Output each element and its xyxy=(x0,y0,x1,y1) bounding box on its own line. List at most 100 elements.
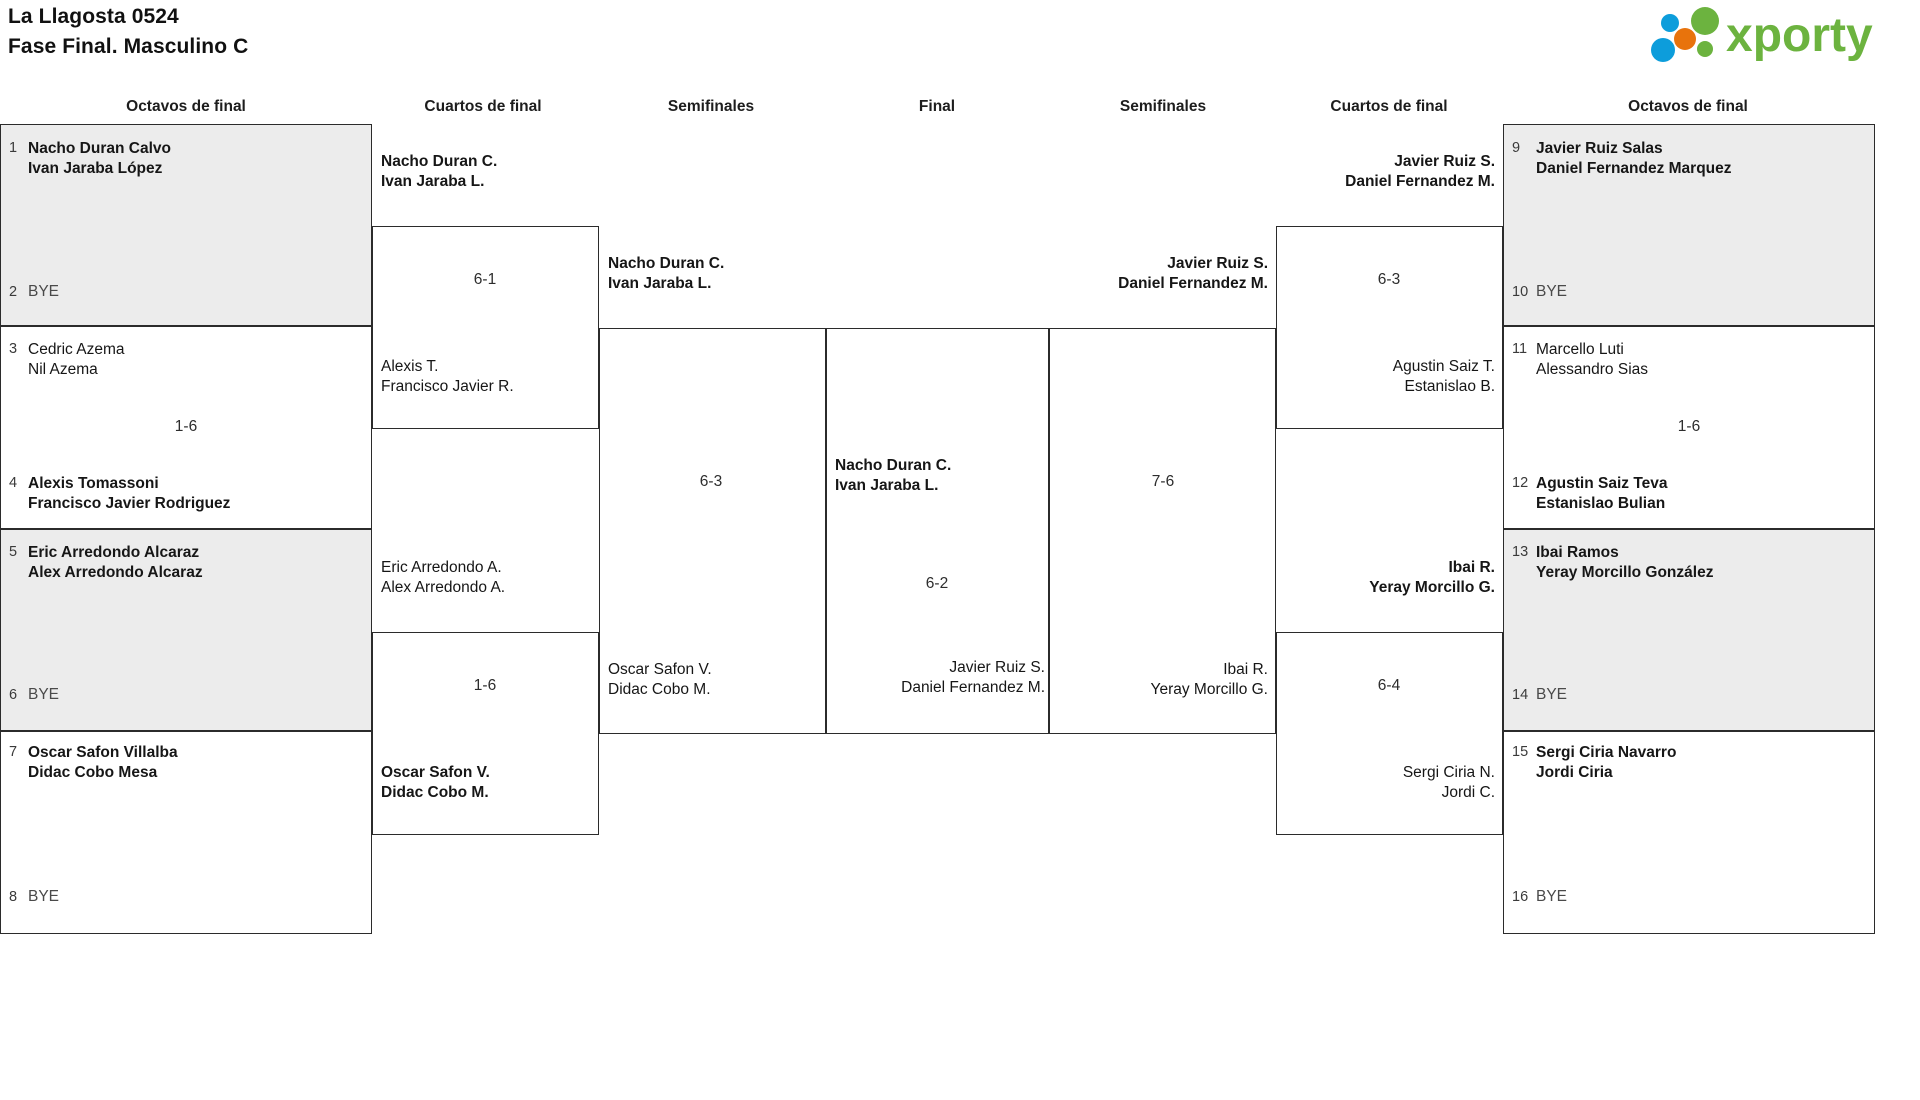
player-name-1: Javier Ruiz S. xyxy=(1394,153,1495,170)
player-name-1: Ibai R. xyxy=(1223,661,1268,678)
team-names: Nacho Duran Calvo Ivan Jaraba López xyxy=(28,139,171,178)
xporty-logo-svg: xporty xyxy=(1651,7,1873,62)
player-name-2: Alex Arredondo A. xyxy=(381,578,506,596)
player-name-1: Alexis T. xyxy=(381,358,439,375)
seed-entry-15[interactable]: 15 Sergi Ciria Navarro Jordi Ciria xyxy=(1512,743,1676,782)
player-name-2: Alex Arredondo Alcaraz xyxy=(28,563,203,581)
bye-label: BYE xyxy=(1536,686,1568,703)
seed-entry-16[interactable]: 16 BYE xyxy=(1512,888,1567,907)
seed-entry-10[interactable]: 10 BYE xyxy=(1512,283,1567,302)
seed-entry-9[interactable]: 9 Javier Ruiz Salas Daniel Fernandez Mar… xyxy=(1512,139,1732,178)
round-header-right-qf: Cuartos de final xyxy=(1330,98,1448,115)
team-right-qf-1-top[interactable]: Javier Ruiz S. Daniel Fernandez M. xyxy=(1263,152,1495,191)
player-name-2: Didac Cobo M. xyxy=(608,680,711,698)
score-left-qf-1: 6-1 xyxy=(473,271,497,288)
player-name-2: Estanislao Bulian xyxy=(1536,494,1666,512)
team-left-qf-2-top[interactable]: Eric Arredondo A. Alex Arredondo A. xyxy=(381,558,505,597)
player-name-2: Daniel Fernandez Marquez xyxy=(1536,159,1732,177)
match-box-left-qf-1[interactable] xyxy=(372,226,599,429)
team-names: Sergi Ciria Navarro Jordi Ciria xyxy=(1536,743,1676,782)
team-right-sf-top[interactable]: Javier Ruiz S. Daniel Fernandez M. xyxy=(1036,254,1268,293)
team-names: Agustin Saiz Teva Estanislao Bulian xyxy=(1536,474,1668,513)
team-names: Marcello Luti Alessandro Sias xyxy=(1536,340,1648,379)
player-name-2: Didac Cobo M. xyxy=(381,783,489,801)
seed-entry-11[interactable]: 11 Marcello Luti Alessandro Sias xyxy=(1512,340,1648,379)
match-box-right-r16-4[interactable] xyxy=(1503,731,1875,934)
player-name-2: Daniel Fernandez M. xyxy=(901,678,1045,696)
score-right-sf: 7-6 xyxy=(1151,473,1175,490)
seed-number: 14 xyxy=(1512,687,1529,703)
logo-dot-green-small xyxy=(1697,41,1713,57)
seed-entry-1[interactable]: 1 Nacho Duran Calvo Ivan Jaraba López xyxy=(9,139,171,178)
player-name-1: Javier Ruiz S. xyxy=(949,659,1045,676)
team-final-bottom[interactable]: Javier Ruiz S. Daniel Fernandez M. xyxy=(805,658,1045,697)
match-box-right-sf[interactable] xyxy=(1049,328,1276,734)
score-right-qf-1: 6-3 xyxy=(1377,271,1401,288)
match-box-final[interactable] xyxy=(826,328,1049,734)
team-left-sf-bottom[interactable]: Oscar Safon V. Didac Cobo M. xyxy=(608,660,712,699)
round-header-final: Final xyxy=(918,98,956,115)
seed-entry-6[interactable]: 6 BYE xyxy=(9,686,59,705)
round-header-left-qf: Cuartos de final xyxy=(424,98,542,115)
seed-number: 13 xyxy=(1512,544,1529,560)
seed-entry-13[interactable]: 13 Ibai Ramos Yeray Morcillo González xyxy=(1512,543,1713,582)
match-box-left-r16-3[interactable] xyxy=(0,529,372,731)
player-name-1: Ibai R. xyxy=(1448,559,1495,576)
seed-number: 5 xyxy=(9,544,18,560)
team-left-qf-1-top[interactable]: Nacho Duran C. Ivan Jaraba L. xyxy=(381,152,497,191)
player-name-2: Ivan Jaraba L. xyxy=(608,274,712,292)
team-right-qf-2-top[interactable]: Ibai R. Yeray Morcillo G. xyxy=(1263,558,1495,597)
player-name-2: Francisco Javier Rodriguez xyxy=(28,494,231,512)
team-right-qf-1-bottom[interactable]: Agustin Saiz T. Estanislao B. xyxy=(1263,357,1495,396)
match-box-right-r16-3[interactable] xyxy=(1503,529,1875,731)
player-name-1: Oscar Safon V. xyxy=(608,661,712,678)
score-left-qf-2: 1-6 xyxy=(473,677,497,694)
player-name-2: Didac Cobo Mesa xyxy=(28,763,158,781)
team-right-qf-2-bottom[interactable]: Sergi Ciria N. Jordi C. xyxy=(1263,763,1495,802)
match-box-left-r16-1[interactable] xyxy=(0,124,372,326)
team-left-qf-1-bottom[interactable]: Alexis T. Francisco Javier R. xyxy=(381,357,514,396)
player-name-1: Sergi Ciria Navarro xyxy=(1536,744,1677,761)
player-name-1: Oscar Safon Villalba xyxy=(28,744,178,761)
match-box-right-qf-1[interactable] xyxy=(1276,226,1503,429)
player-name-2: Ivan Jaraba L. xyxy=(835,476,939,494)
round-header-left-r16: Octavos de final xyxy=(126,98,246,115)
player-name-2: Jordi Ciria xyxy=(1536,763,1613,781)
logo-dot-orange xyxy=(1674,28,1696,50)
seed-entry-12[interactable]: 12 Agustin Saiz Teva Estanislao Bulian xyxy=(1512,474,1668,513)
tournament-name: La Llagosta 0524 xyxy=(8,5,179,28)
seed-number: 1 xyxy=(9,140,18,156)
player-name-1: Nacho Duran C. xyxy=(608,255,725,272)
seed-number: 6 xyxy=(9,687,18,703)
match-box-left-qf-2[interactable] xyxy=(372,632,599,835)
seed-number: 16 xyxy=(1512,889,1529,905)
team-names: Ibai Ramos Yeray Morcillo González xyxy=(1536,543,1713,582)
score-left-r16-2: 1-6 xyxy=(174,418,198,435)
player-name-1: Marcello Luti xyxy=(1536,341,1624,358)
seed-entry-7[interactable]: 7 Oscar Safon Villalba Didac Cobo Mesa xyxy=(9,743,178,782)
tournament-phase: Fase Final. Masculino C xyxy=(8,35,249,58)
match-box-left-r16-2[interactable] xyxy=(0,326,372,529)
team-left-sf-top[interactable]: Nacho Duran C. Ivan Jaraba L. xyxy=(608,254,724,293)
player-name-2: Yeray Morcillo González xyxy=(1536,563,1714,581)
seed-entry-8[interactable]: 8 BYE xyxy=(9,888,59,907)
score-right-r16-2: 1-6 xyxy=(1677,418,1701,435)
match-box-right-r16-1[interactable] xyxy=(1503,124,1875,326)
seed-entry-4[interactable]: 4 Alexis Tomassoni Francisco Javier Rodr… xyxy=(9,474,230,513)
match-box-left-r16-4[interactable] xyxy=(0,731,372,934)
seed-entry-5[interactable]: 5 Eric Arredondo Alcaraz Alex Arredondo … xyxy=(9,543,203,582)
player-name-1: Nacho Duran C. xyxy=(835,457,952,474)
player-name-2: Daniel Fernandez M. xyxy=(1345,172,1495,190)
seed-entry-3[interactable]: 3 Cedric Azema Nil Azema xyxy=(9,340,124,379)
team-left-qf-2-bottom[interactable]: Oscar Safon V. Didac Cobo M. xyxy=(381,763,490,802)
bye-label: BYE xyxy=(28,888,60,905)
match-box-right-qf-2[interactable] xyxy=(1276,632,1503,835)
team-final-top[interactable]: Nacho Duran C. Ivan Jaraba L. xyxy=(835,456,951,495)
seed-entry-14[interactable]: 14 BYE xyxy=(1512,686,1567,705)
seed-entry-2[interactable]: 2 BYE xyxy=(9,283,59,302)
player-name-1: Ibai Ramos xyxy=(1536,544,1619,561)
team-right-sf-bottom[interactable]: Ibai R. Yeray Morcillo G. xyxy=(1036,660,1268,699)
match-box-left-sf[interactable] xyxy=(599,328,826,734)
player-name-1: Cedric Azema xyxy=(28,341,125,358)
match-box-right-r16-2[interactable] xyxy=(1503,326,1875,529)
